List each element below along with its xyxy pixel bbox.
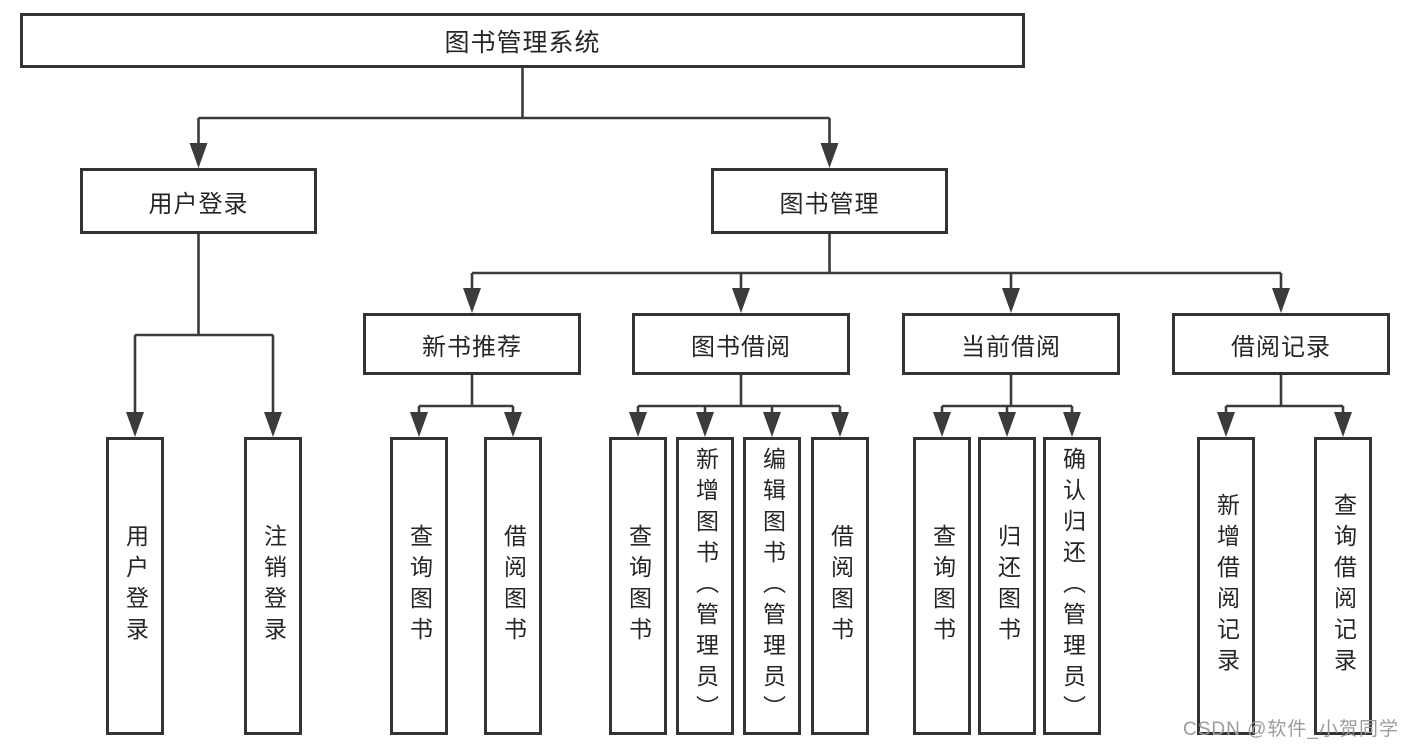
node-label: 当前借阅 (961, 333, 1061, 361)
node-leaf-user-login: 用户登录 (106, 437, 164, 735)
node-leaf-query-borrow-record: 查询借阅记录 (1314, 437, 1372, 735)
node-label: 新增借阅记录 (1213, 493, 1240, 679)
node-label: 注销登录 (260, 524, 287, 648)
node-leaf-edit-book-admin: 编辑图书（管理员） (743, 437, 801, 735)
node-current-borrowing: 当前借阅 (902, 313, 1120, 375)
node-new-book-recommend: 新书推荐 (363, 313, 581, 375)
node-label: 确认归还（管理员） (1059, 446, 1086, 726)
node-leaf-borrow-books: 借阅图书 (484, 437, 542, 735)
node-leaf-add-borrow-record: 新增借阅记录 (1197, 437, 1255, 735)
node-label: 查询图书 (929, 524, 956, 648)
node-label: 图书管理系统 (444, 28, 601, 57)
node-label: 图书借阅 (691, 333, 791, 361)
node-book-borrowing: 图书借阅 (632, 313, 850, 375)
node-label: 查询图书 (406, 524, 433, 648)
node-label: 图书管理 (779, 190, 880, 218)
node-leaf-query-books: 查询图书 (390, 437, 448, 735)
node-label: 用户登录 (122, 524, 149, 648)
node-user-login: 用户登录 (80, 168, 317, 234)
node-label: 查询借阅记录 (1330, 493, 1357, 679)
csdn-watermark: CSDN @软件_小贺同学 (1183, 719, 1399, 740)
node-leaf-add-book-admin: 新增图书（管理员） (676, 437, 734, 735)
node-book-management: 图书管理 (711, 168, 948, 234)
node-label: 新书推荐 (422, 333, 522, 361)
node-library-system: 图书管理系统 (20, 13, 1025, 68)
node-label: 查询图书 (625, 524, 652, 648)
node-label: 用户登录 (148, 190, 249, 218)
node-label: 新增图书（管理员） (692, 446, 719, 726)
node-label: 编辑图书（管理员） (759, 446, 786, 726)
node-leaf-confirm-return-admin: 确认归还（管理员） (1043, 437, 1101, 735)
node-leaf-query-books-current: 查询图书 (913, 437, 971, 735)
node-label: 借阅图书 (500, 524, 527, 648)
node-leaf-logout: 注销登录 (244, 437, 302, 735)
node-leaf-return-book: 归还图书 (978, 437, 1036, 735)
node-borrow-records: 借阅记录 (1172, 313, 1390, 375)
node-label: 归还图书 (994, 524, 1021, 648)
node-leaf-borrow-book: 借阅图书 (811, 437, 869, 735)
node-label: 借阅记录 (1231, 333, 1331, 361)
node-label: 借阅图书 (827, 524, 854, 648)
node-leaf-query-books-borrow: 查询图书 (609, 437, 667, 735)
